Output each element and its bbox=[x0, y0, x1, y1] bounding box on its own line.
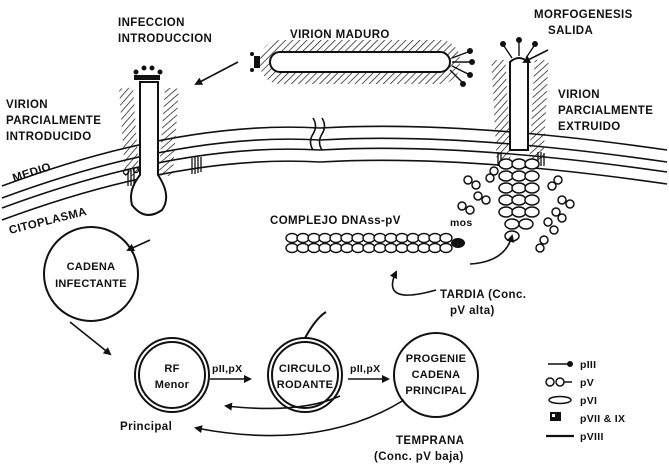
legend-label-pvii-ix: pVII & IX bbox=[580, 413, 625, 425]
label-progenie: PROGENIE bbox=[406, 353, 466, 365]
membrane-break-mark bbox=[311, 118, 325, 150]
label-mos: mos bbox=[450, 217, 473, 229]
label-pii-px-2: pII,pX bbox=[350, 363, 380, 375]
label-introducido: INTRODUCIDO bbox=[6, 131, 92, 143]
label-pv-baja: (Conc. pV baja) bbox=[374, 451, 464, 463]
label-extruido: EXTRUIDO bbox=[558, 121, 621, 133]
label-pv-alta: pV alta) bbox=[450, 305, 495, 317]
dnass-pv-complex bbox=[286, 234, 452, 253]
label-virion-maduro: VIRION MADURO bbox=[290, 29, 390, 41]
label-pii-px-1: pII,pX bbox=[212, 363, 242, 375]
pvi-icon bbox=[549, 397, 571, 404]
label-principal: Principal bbox=[120, 421, 172, 433]
label-circulo: CIRCULO bbox=[279, 363, 331, 375]
label-morfogenesis: MORFOGENESIS bbox=[534, 9, 633, 21]
virion-partially-extruded bbox=[491, 38, 548, 241]
label-parcialmente-right: PARCIALMENTE bbox=[558, 105, 653, 117]
label-virion-right: VIRION bbox=[558, 89, 600, 101]
legend-label-pviii: pVIII bbox=[580, 431, 604, 443]
label-salida: SALIDA bbox=[548, 25, 593, 37]
label-complejo: COMPLEJO DNAss-pV bbox=[270, 215, 401, 227]
label-citoplasma: CITOPLASMA bbox=[8, 206, 88, 237]
pvii-ix-icon bbox=[550, 412, 561, 421]
label-menor: Menor bbox=[155, 379, 190, 391]
mature-virion bbox=[250, 40, 474, 86]
label-tardia: TARDIA (Conc. bbox=[440, 289, 526, 301]
label-infeccion: INFECCION bbox=[118, 17, 185, 29]
label-principal-circle: PRINCIPAL bbox=[405, 385, 466, 397]
label-rodante: RODANTE bbox=[277, 379, 334, 391]
circle-cadena-infectante bbox=[44, 227, 138, 321]
legend-label-pvi: pVI bbox=[580, 395, 597, 407]
legend-label-pv: pV bbox=[580, 377, 594, 389]
label-cadena: CADENA bbox=[67, 261, 116, 273]
label-introduccion: INTRODUCCION bbox=[118, 33, 212, 45]
mos-signal-mark bbox=[451, 238, 465, 248]
label-virion-left: VIRION bbox=[6, 99, 48, 111]
label-infectante: INFECTANTE bbox=[55, 278, 127, 290]
legend: pIII pV pVI pVII & IX pVIII bbox=[546, 359, 625, 443]
label-medio: MEDIO bbox=[11, 161, 52, 185]
legend-label-piii: pIII bbox=[580, 359, 596, 371]
pv-icon bbox=[546, 378, 572, 386]
label-parcialmente-left: PARCIALMENTE bbox=[6, 115, 101, 127]
label-cadena-2: CADENA bbox=[412, 369, 461, 381]
label-rf: RF bbox=[164, 363, 179, 375]
circle-rodante bbox=[268, 312, 342, 412]
circle-rf bbox=[135, 338, 209, 412]
piii-icon bbox=[548, 361, 573, 367]
label-temprana: TEMPRANA bbox=[396, 435, 464, 447]
